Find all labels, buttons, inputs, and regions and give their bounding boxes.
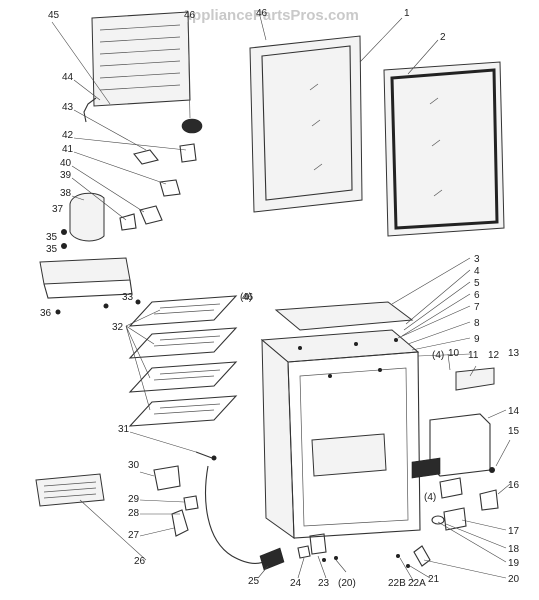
- callout-4-paren-b: (4): [432, 350, 444, 361]
- callout-46b: 46: [256, 8, 268, 19]
- callout-4-paren-a: (4): [240, 292, 252, 303]
- evaporator-plate: [83, 11, 191, 123]
- callout-6: 6: [474, 290, 480, 301]
- callout-25: 25: [248, 576, 260, 587]
- callout-22b: 22B: [388, 578, 406, 589]
- callout-31: 31: [118, 424, 130, 435]
- callout-38: 38: [60, 188, 72, 199]
- callout-42: 42: [62, 130, 74, 141]
- watermark: AppliancePartsPros.com: [181, 7, 359, 24]
- callout-27: 27: [128, 530, 140, 541]
- callout-16: 16: [508, 480, 520, 491]
- callout-26: 26: [134, 556, 146, 567]
- wire-shelves: [128, 295, 238, 427]
- callout-4: 4: [474, 266, 480, 277]
- power-cord-and-bracket: [153, 451, 431, 571]
- callout-35b: 35: [46, 244, 58, 255]
- cabinet: [260, 329, 421, 539]
- callout-28: 28: [128, 508, 140, 519]
- control-small-parts: [61, 118, 203, 249]
- callout-labels: 45 46 46 1 2 44 43 42 41 40 39 38 37 35 …: [40, 8, 520, 589]
- callout-19: 19: [508, 558, 520, 569]
- callout-3: 3: [474, 254, 480, 265]
- callout-9: 9: [474, 334, 480, 345]
- callout-20: 20: [508, 574, 520, 585]
- callout-44: 44: [62, 72, 74, 83]
- callout-45: 45: [48, 10, 60, 21]
- callout-33: 33: [122, 292, 134, 303]
- top-cover: [274, 301, 414, 331]
- compressor-bracket: [39, 257, 141, 315]
- callout-10: 10: [448, 348, 460, 359]
- door-assembly: [249, 35, 363, 213]
- callout-17: 17: [508, 526, 520, 537]
- callout-39: 39: [60, 170, 72, 181]
- callout-18: 18: [508, 544, 520, 555]
- callout-35: 35: [46, 232, 58, 243]
- callout-30: 30: [128, 460, 140, 471]
- callout-15: 15: [508, 426, 520, 437]
- callout-4-paren-c: (4): [424, 492, 436, 503]
- callout-14: 14: [508, 406, 520, 417]
- callout-37: 37: [52, 204, 64, 215]
- callout-22a: 22A: [408, 578, 426, 589]
- callout-23: 23: [318, 578, 330, 589]
- callout-29: 29: [128, 494, 140, 505]
- callout-32: 32: [112, 322, 124, 333]
- callout-21: 21: [428, 574, 440, 585]
- callout-7: 7: [474, 302, 480, 313]
- door-frame: [383, 61, 505, 237]
- control-housing: [411, 367, 499, 531]
- condenser: [35, 473, 105, 507]
- callout-11: 11: [468, 350, 479, 361]
- callout-4a: 46: [242, 292, 254, 303]
- callout-8: 8: [474, 318, 480, 329]
- callout-41: 41: [62, 144, 74, 155]
- callout-12: 12: [488, 350, 500, 361]
- callout-40: 40: [60, 158, 72, 169]
- callout-1: 1: [404, 8, 410, 19]
- callout-43: 43: [62, 102, 74, 113]
- callout-13: 13: [508, 348, 520, 359]
- callout-2: 2: [440, 32, 446, 43]
- callout-36: 36: [40, 308, 52, 319]
- callout-24: 24: [290, 578, 302, 589]
- leader-lines: [51, 15, 511, 583]
- callout-46: 46: [184, 10, 196, 21]
- callout-20-paren: (20): [338, 578, 356, 589]
- callout-5: 5: [474, 278, 480, 289]
